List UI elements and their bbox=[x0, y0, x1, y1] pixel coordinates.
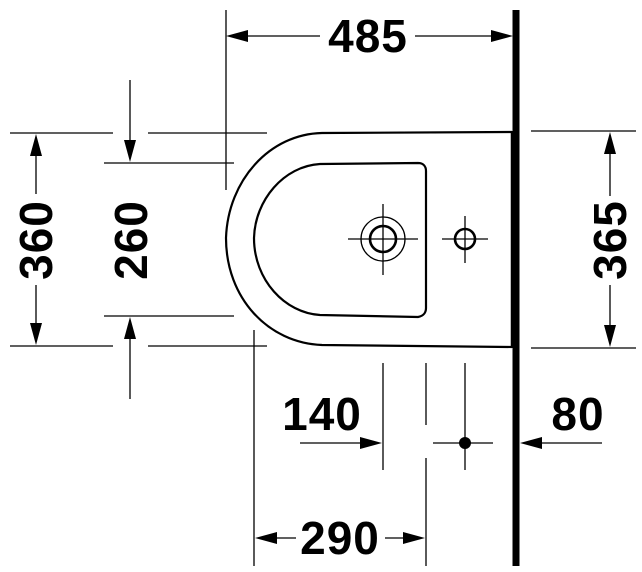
dimension-360: 360 bbox=[10, 132, 267, 347]
bidet-outer-outline bbox=[224, 130, 513, 349]
dimension-80-label: 80 bbox=[551, 388, 604, 440]
dimension-290-label: 290 bbox=[300, 512, 380, 564]
bidet-bowl-outline bbox=[252, 161, 428, 319]
tap-hole-icon bbox=[348, 204, 418, 275]
dimension-485-label: 485 bbox=[328, 10, 408, 62]
dimension-485: 485 bbox=[225, 10, 513, 190]
overflow-hole-icon bbox=[442, 216, 488, 263]
dimension-365-label: 365 bbox=[584, 200, 636, 280]
dimension-260: 260 bbox=[104, 80, 255, 399]
dimension-140-label: 140 bbox=[282, 388, 362, 440]
dimension-140: 140 bbox=[282, 363, 384, 470]
dimension-290: 290 bbox=[253, 363, 427, 566]
dimension-360-label: 360 bbox=[10, 200, 62, 280]
dimension-365: 365 bbox=[531, 130, 636, 349]
dimension-80: 80 bbox=[520, 388, 604, 449]
dimension-260-label: 260 bbox=[105, 200, 157, 280]
fixing-point-icon bbox=[433, 363, 493, 470]
